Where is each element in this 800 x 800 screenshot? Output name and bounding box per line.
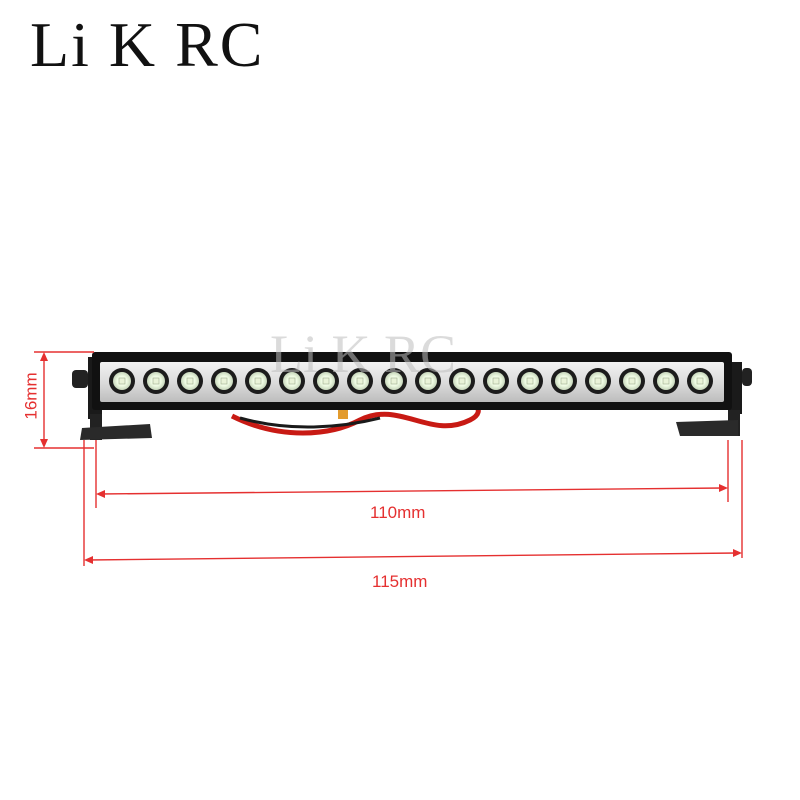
led: [143, 368, 169, 394]
dimension-lines: [34, 351, 743, 566]
led: [177, 368, 203, 394]
led: [211, 368, 237, 394]
led: [619, 368, 645, 394]
dimension-label-16mm: 16mm: [21, 372, 41, 420]
dimension-label-115mm: 115mm: [372, 572, 428, 591]
light-bar: [92, 352, 732, 410]
led-row: [109, 368, 713, 394]
led: [415, 368, 441, 394]
led: [279, 368, 305, 394]
brand-logo: Li K RC: [30, 9, 265, 80]
watermark: Li K RC: [270, 324, 456, 384]
led: [551, 368, 577, 394]
led: [245, 368, 271, 394]
led: [653, 368, 679, 394]
led: [347, 368, 373, 394]
led: [483, 368, 509, 394]
led: [687, 368, 713, 394]
dimension-label-110mm: 110mm: [370, 503, 426, 522]
led: [381, 368, 407, 394]
led: [585, 368, 611, 394]
led: [313, 368, 339, 394]
led: [449, 368, 475, 394]
led: [517, 368, 543, 394]
led: [109, 368, 135, 394]
